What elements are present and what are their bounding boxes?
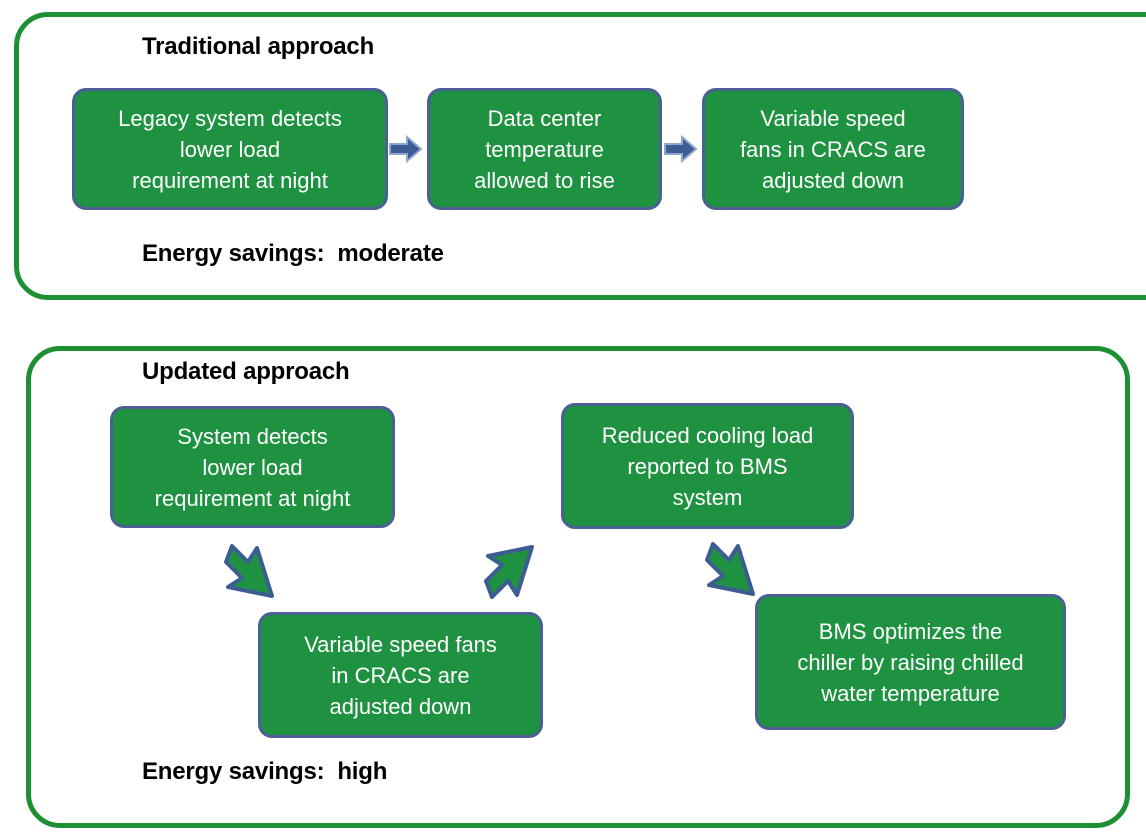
process-box-legacy-system-detects: Legacy system detects lower load require… xyxy=(72,88,388,210)
arrow-up-right-icon xyxy=(484,545,534,599)
process-box-variable-speed-fans-updated: Variable speed fans in CRACS are adjuste… xyxy=(258,612,543,738)
process-box-text: System detects lower load requirement at… xyxy=(154,423,351,511)
arrow-right-icon xyxy=(389,134,423,164)
panel-traditional-caption: Traditional approach xyxy=(142,33,375,60)
panel-updated-caption: Updated approach xyxy=(142,358,350,385)
process-box-text: BMS optimizes the chiller by raising chi… xyxy=(797,618,1024,706)
process-box-reduced-cooling-load: Reduced cooling load reported to BMS sys… xyxy=(561,403,854,529)
process-box-system-detects: System detects lower load requirement at… xyxy=(110,406,395,528)
process-box-bms-optimizes-chiller: BMS optimizes the chiller by raising chi… xyxy=(755,594,1066,730)
arrow-down-right-icon xyxy=(705,542,755,596)
process-box-text: Variable speed fans in CRACS are adjuste… xyxy=(740,105,926,193)
energy-savings-updated-label: Energy savings: high xyxy=(142,758,388,785)
process-box-text: Legacy system detects lower load require… xyxy=(118,105,342,193)
process-box-text: Reduced cooling load reported to BMS sys… xyxy=(601,422,814,510)
process-box-variable-speed-fans: Variable speed fans in CRACS are adjuste… xyxy=(702,88,964,210)
arrow-right-icon xyxy=(664,134,698,164)
arrow-down-right-icon xyxy=(224,544,274,598)
process-box-data-center-temperature: Data center temperature allowed to rise xyxy=(427,88,662,210)
process-box-text: Data center temperature allowed to rise xyxy=(474,105,615,193)
energy-savings-traditional-label: Energy savings: moderate xyxy=(142,240,444,267)
process-box-text: Variable speed fans in CRACS are adjuste… xyxy=(304,631,497,719)
